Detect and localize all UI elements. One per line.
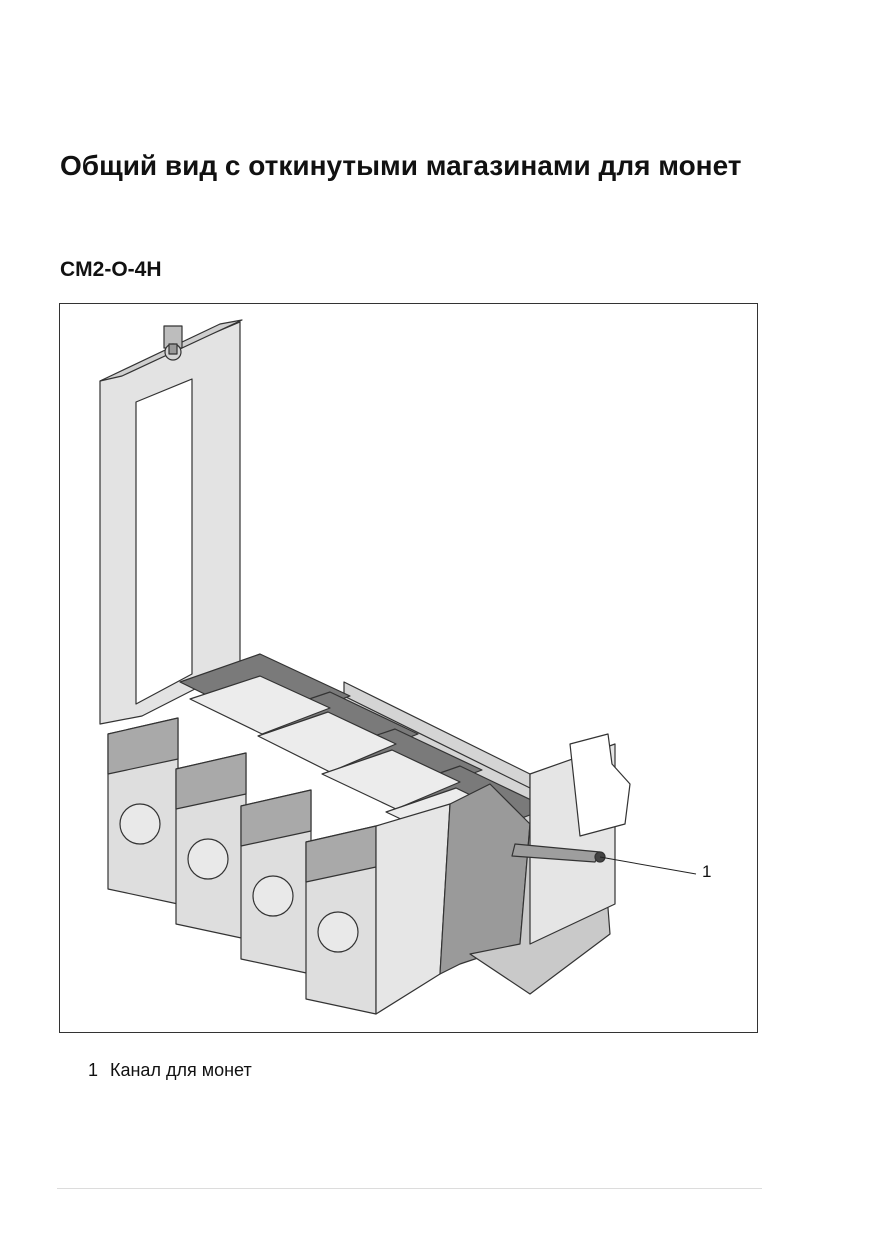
footer-divider (57, 1188, 762, 1189)
magazine-logo-icon (252, 875, 294, 917)
coin-channel (511, 843, 601, 863)
magazine-logo-icon (317, 911, 359, 953)
legend-item-number: 1 (88, 1060, 99, 1080)
magazine-logo-icon (119, 803, 161, 845)
bracket (569, 733, 631, 837)
model-subtitle: CM2-O-4H (60, 258, 162, 281)
magazine-logo-icon (187, 838, 229, 880)
key-lock-icon (163, 325, 183, 361)
figure-legend: 1 Канал для монет (88, 1060, 252, 1081)
device-illustration: 1 (59, 303, 758, 1033)
legend-item-label: Канал для монет (110, 1060, 252, 1080)
coin-changer-drawing (99, 319, 697, 1015)
page-title: Общий вид с откинутыми магазинами для мо… (60, 150, 742, 181)
callout-leader-line (599, 856, 697, 875)
callout-1: 1 (702, 862, 712, 881)
magazine-side-panel (375, 803, 451, 1015)
lid-window (135, 378, 193, 705)
